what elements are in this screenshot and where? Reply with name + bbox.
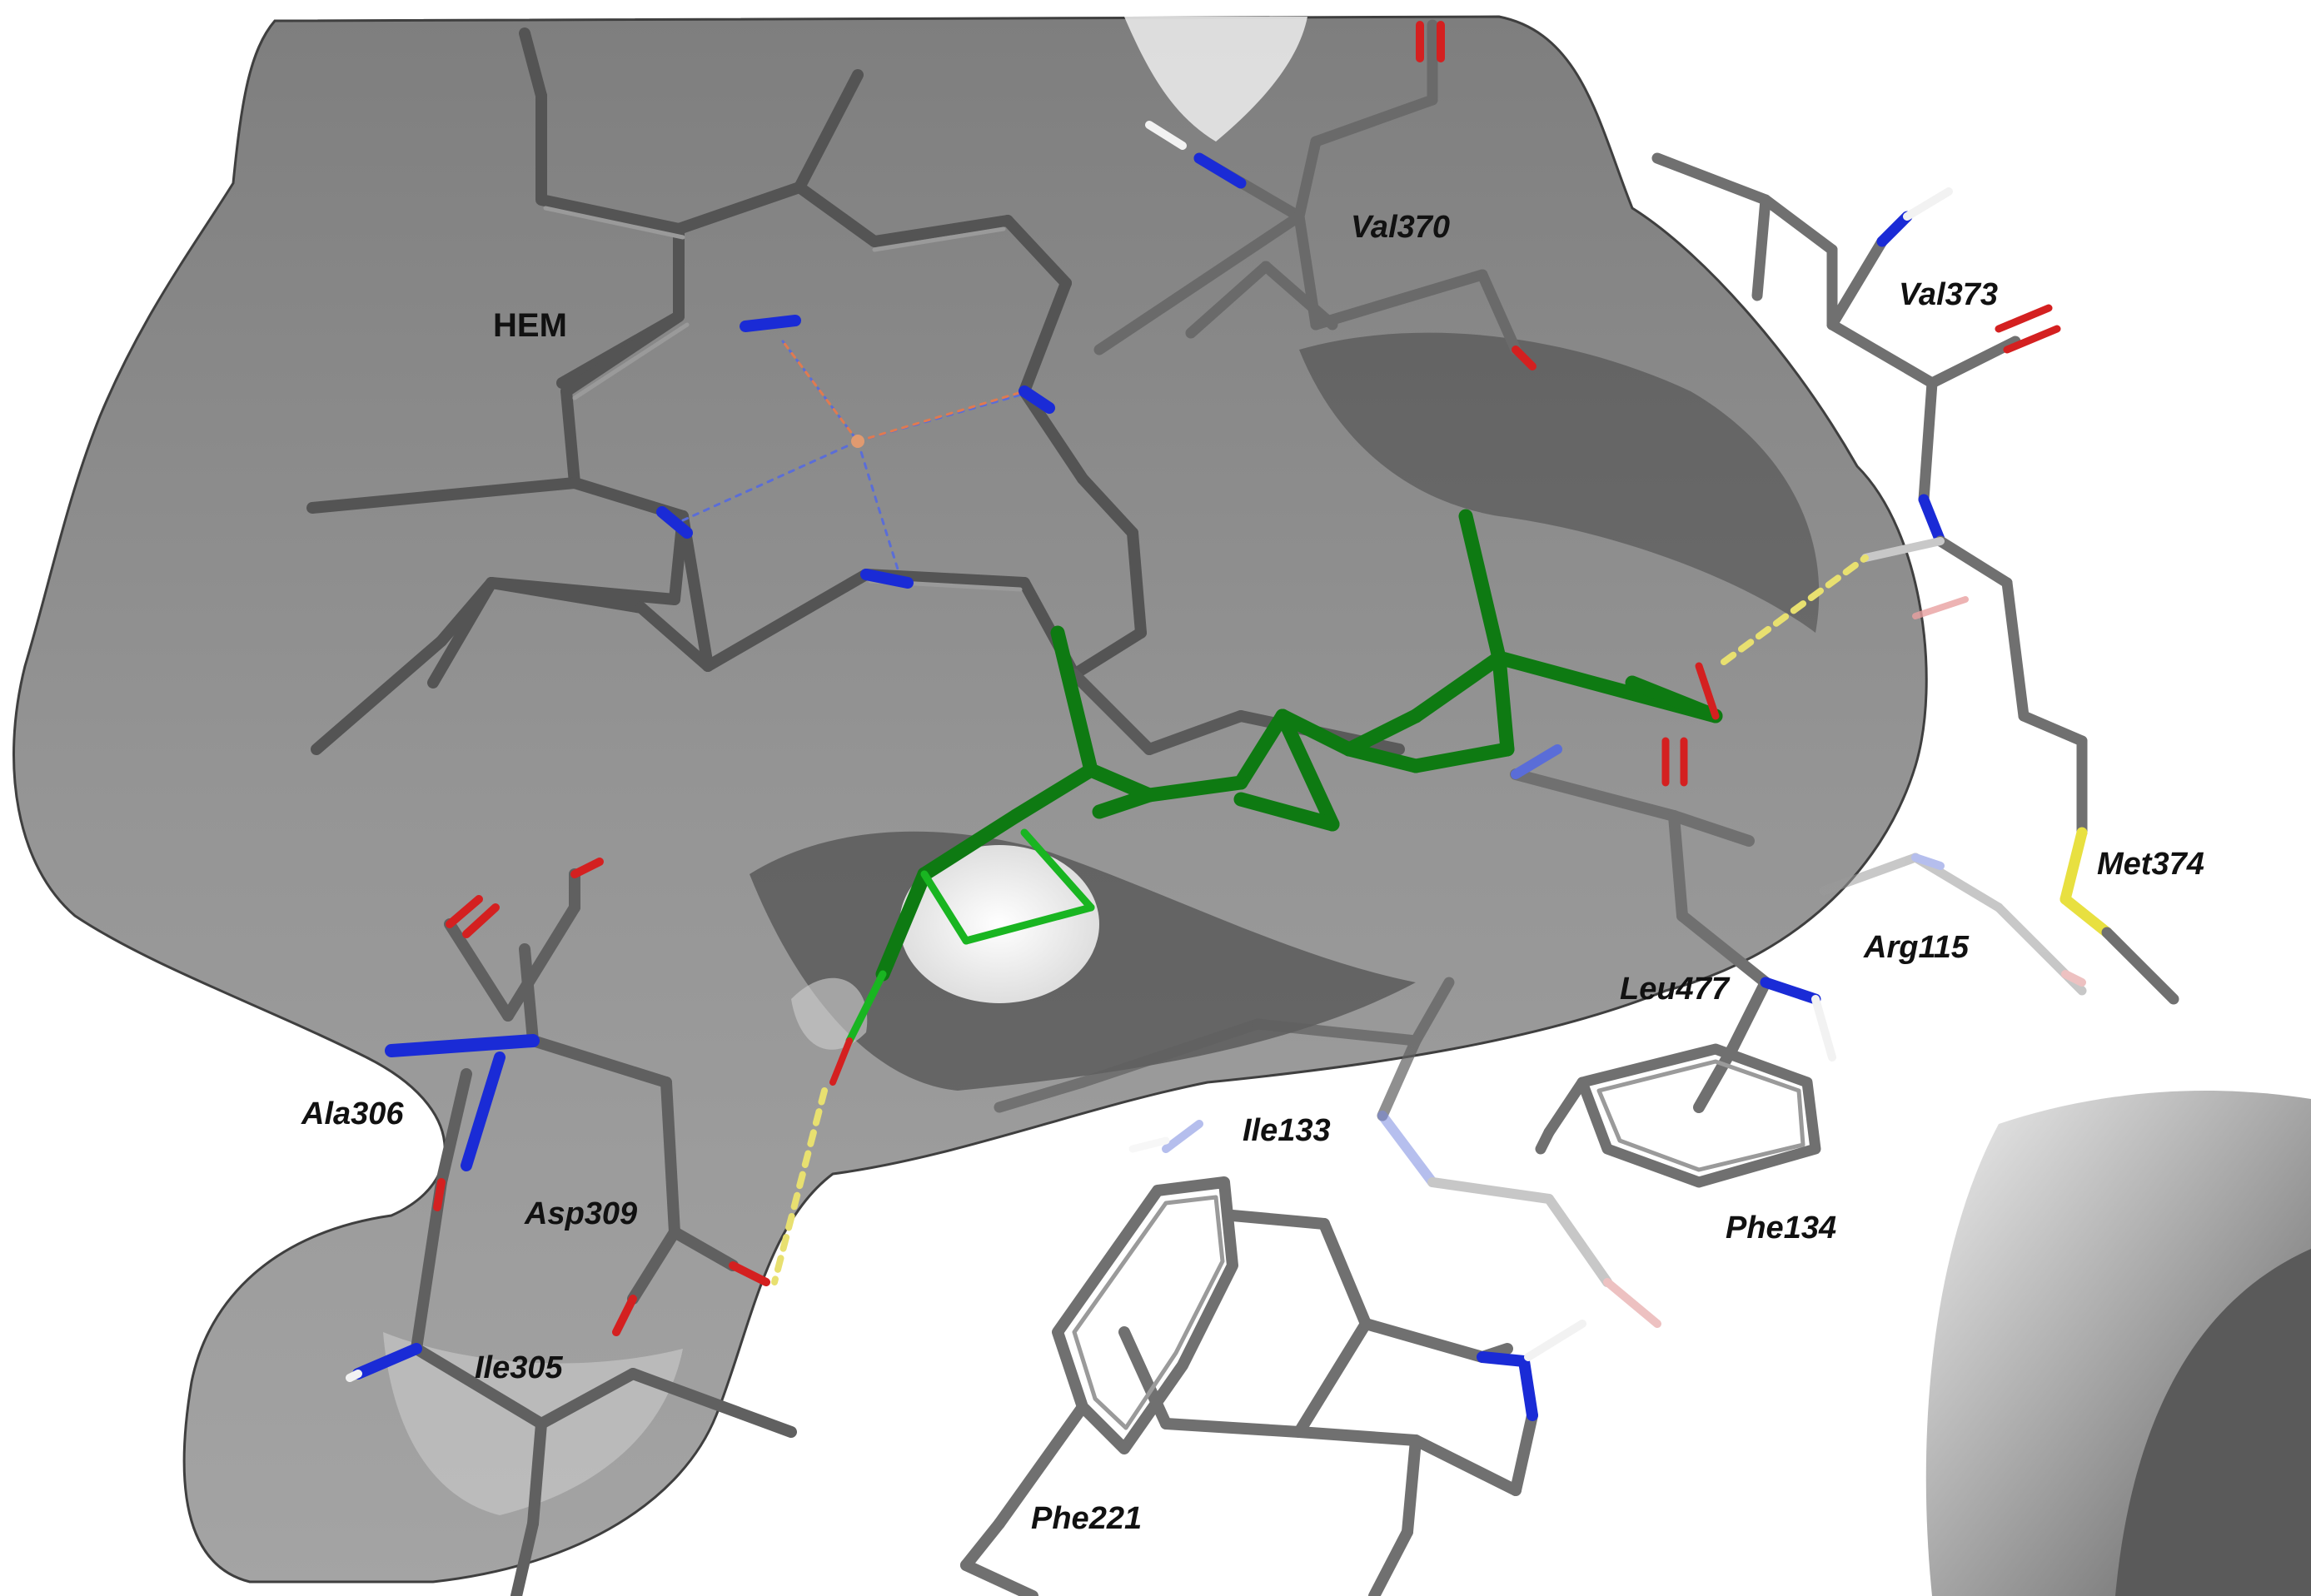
residue-asp309 [385,858,770,1336]
ligand [829,509,1723,1086]
label-arg115: Arg115 [1863,930,1970,965]
label-ile305: Ile305 [475,1350,564,1385]
label-leu477: Leu477 [1620,972,1731,1007]
residue-phe221 [960,1176,1586,1596]
pocket-opening [899,845,1099,1003]
residue-ile305 [346,1343,797,1596]
residue-met374 [1861,535,2179,1005]
label-asp309: Asp309 [524,1196,637,1231]
label-met374: Met374 [2097,847,2204,882]
residue-val370 [1093,19,1537,370]
hydrogen-bonds [771,554,1869,1285]
label-val373: Val373 [1899,277,1998,312]
label-hem: HEM [493,307,567,344]
residue-labels: HEM Val370 Val373 Met374 Arg115 Leu477 I… [301,210,2204,1536]
label-val370: Val370 [1351,210,1450,245]
residue-arg115 [1819,853,2087,996]
residue-phe134 [1535,1043,1821,1188]
residue-ala306 [411,1052,506,1355]
label-phe134: Phe134 [1726,1211,1836,1245]
label-ile133: Ile133 [1243,1113,1331,1148]
residue-ile133 [994,977,1661,1328]
label-ala306: Ala306 [301,1096,404,1131]
label-phe221: Phe221 [1031,1501,1142,1536]
residue-val373 [1651,152,2061,547]
